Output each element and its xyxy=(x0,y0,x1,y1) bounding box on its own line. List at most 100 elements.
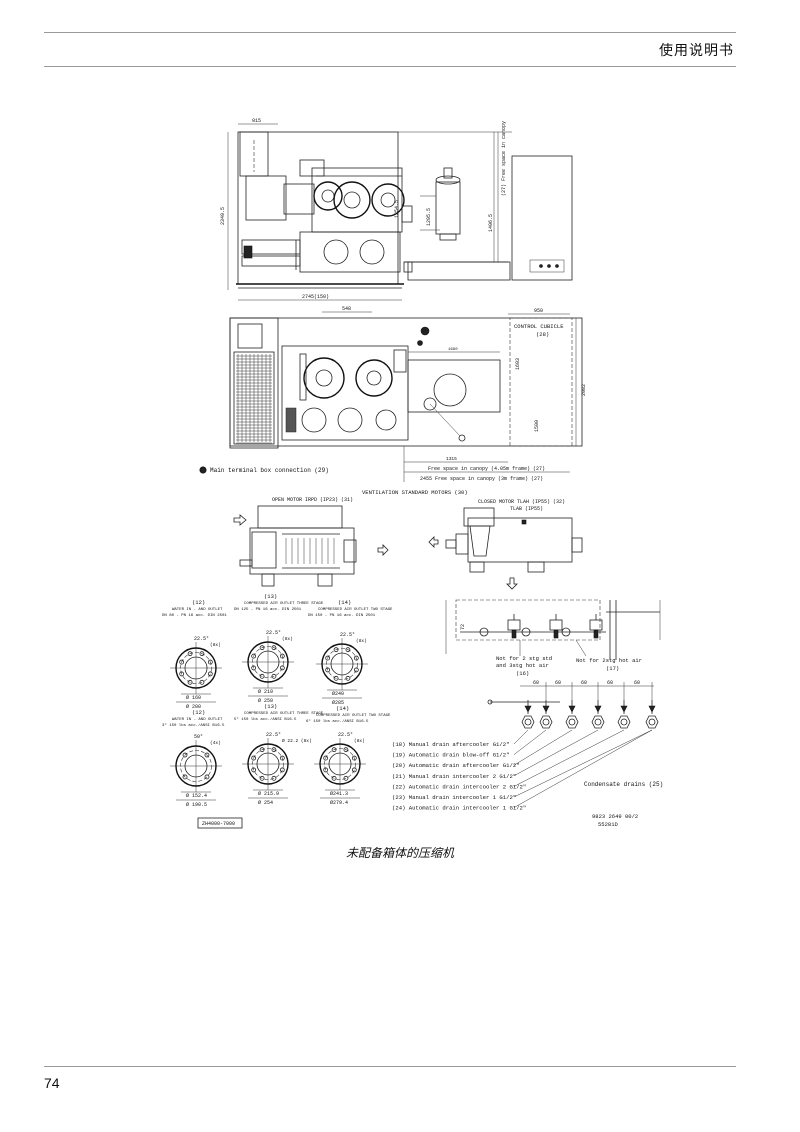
flange-holes: Ø 22.2 (8x) xyxy=(282,737,312,744)
drain-fitting-2 xyxy=(539,700,553,729)
flange-num: (14) xyxy=(336,705,349,712)
hot-air-num-16: (16) xyxy=(516,670,529,677)
drain-label-18: (18) Manual drain aftercooler G1/2" xyxy=(392,741,510,748)
flange-spec: 5" 150 lbs acc./ANSI B16.5 xyxy=(234,717,297,722)
drain-fitting-1 xyxy=(521,700,535,729)
flange-spec: DN 80 - PN 16 acc. DIN 2501 xyxy=(162,614,227,618)
header-rule-top xyxy=(44,32,736,33)
flange-2: (13) COMPRESSED AIR OUTLET THREE STAGE DN … xyxy=(234,593,324,704)
flange-title: WATER IN - AND OUTLET xyxy=(172,718,223,722)
flange-d1: Ø 160 xyxy=(186,694,201,701)
hot-air-note-3: Not for 2stg hot air xyxy=(576,657,642,664)
flange-views: (12) WATER IN - AND OUTLET DN 80 - PN 16 a… xyxy=(162,593,393,808)
page-number: 74 xyxy=(44,1075,60,1091)
flange-angle: 50° xyxy=(194,734,203,740)
flange-5: (13)COMPRESSED AIR OUTLET THREE STAGE5" … xyxy=(234,703,324,806)
flange-d1: Ø 152.4 xyxy=(186,792,207,799)
control-cubicle-label: CONTROL CUBICLE xyxy=(514,323,564,330)
flange-num: (14) xyxy=(338,599,351,606)
hot-air-valve-2 xyxy=(521,614,563,639)
drain-fitting-6 xyxy=(645,700,659,729)
flange-holes: (8x) xyxy=(354,738,365,744)
dim-1295: 1295.5 xyxy=(426,208,432,226)
dim-1690: 1690 xyxy=(448,348,458,352)
flange-d2: Ø279.4 xyxy=(330,799,348,806)
side-elevation-view: 915 2349.5 2745(150) xyxy=(220,118,573,301)
flange-num: (13) xyxy=(264,703,277,710)
canopy-side-note: (27) Free space in canopy xyxy=(501,121,507,196)
drain-fitting-3 xyxy=(565,700,579,729)
flange-title: COMPRESSED AIR OUTLET TWO STAGE xyxy=(316,714,391,718)
ventilation-label: VENTILATION STANDARD MOTORS (30) xyxy=(362,489,468,496)
dim-1500: 1500 xyxy=(534,420,540,432)
flange-d1: Ø 210 xyxy=(258,688,273,695)
closed-motor-label-2: TLAB (IP55) xyxy=(510,506,543,512)
flange-d2: Ø 200 xyxy=(186,703,201,710)
flange-num: (13) xyxy=(264,593,277,600)
flange-spec: DN 150 - PN 16 acc. DIN 2501 xyxy=(308,614,376,618)
flange-d2: Ø 250 xyxy=(258,697,273,704)
terminal-box-note: Main terminal box connection (29) xyxy=(210,467,329,474)
flange-angle: 22.5° xyxy=(194,636,209,642)
open-motor-label: OPEN MOTOR IRPD (IP23) (31) xyxy=(272,497,353,503)
hot-air-piping: 72 Not for 2 stg std and 3stg hot air (1… xyxy=(445,599,661,677)
dim-1354: 1354.5 xyxy=(394,200,400,218)
hot-air-valve-1 xyxy=(479,614,521,639)
drain-label-24: (24) Automatic drain intercooler 1 G1/2" xyxy=(392,805,526,812)
flange-d1: Ø240 xyxy=(332,690,344,697)
drain-fitting-4 xyxy=(591,700,605,729)
plan-view: 548 950 1690 CONTROL CUBICLE xyxy=(199,306,587,482)
flange-title: COMPRESSED AIR OUTLET TWO STAGE xyxy=(318,608,393,612)
flange-d2: Ø 254 xyxy=(258,799,273,806)
flange-holes: (4x) xyxy=(210,740,221,746)
dim-915: 915 xyxy=(252,118,261,124)
motor-views: VENTILATION STANDARD MOTORS (30) OPEN MO… xyxy=(233,489,583,590)
flange-spec: DN 125 - PN 16 acc. DIN 2501 xyxy=(234,608,302,612)
header-rule-bottom xyxy=(44,66,736,67)
terminal-box-symbol-icon xyxy=(199,466,207,474)
flange-angle: 22.5° xyxy=(338,732,353,738)
canopy-note-1: Free space in canopy (4.05m frame) (27) xyxy=(428,466,545,472)
dim-2349: 2349.5 xyxy=(220,207,226,225)
drain-label-21: (21) Manual drain intercooler 2 G1/2" xyxy=(392,773,516,780)
footer-rule xyxy=(44,1066,736,1067)
dim-548: 548 xyxy=(342,306,351,312)
figure-caption: 未配备箱体的压缩机 xyxy=(345,846,454,860)
drain-spacing-label: 60 xyxy=(533,680,539,686)
flange-spec: 6" 150 lbs acc./ANSI B16.5 xyxy=(306,719,369,724)
cooler-grille xyxy=(233,351,275,445)
dim-1693: 1693 xyxy=(515,358,521,370)
hot-air-num-17: (17) xyxy=(606,665,619,672)
drain-label-22: (22) Automatic drain intercooler 2 G1/2" xyxy=(392,783,526,790)
dim-1315: 1315 xyxy=(446,456,457,462)
flange-holes: (8x) xyxy=(356,638,367,644)
drawing-id: ZH4000-7000 xyxy=(202,821,235,827)
flange-spec: 3" 150 lbs acc./ANSI B16.5 xyxy=(162,723,225,728)
hot-air-valve-3 xyxy=(561,614,603,639)
flange-3: (14) COMPRESSED AIR OUTLET TWO STAGE DN 15… xyxy=(308,599,393,706)
flange-d1: Ø241.3 xyxy=(330,790,348,797)
drain-fitting-5 xyxy=(617,700,631,729)
dim-1406: 1406.5 xyxy=(488,214,494,232)
flange-d1: Ø 215.9 xyxy=(258,790,279,797)
page-header-title: 使用说明书 xyxy=(659,42,734,58)
flange-num: (12) xyxy=(192,599,205,606)
flange-d2: Ø 190.5 xyxy=(186,801,207,808)
drain-label-20: (20) Automatic drain aftercooler G1/2" xyxy=(392,762,520,769)
flange-angle: 22.5° xyxy=(266,732,281,738)
canopy-note-2: 2455 Free space in canopy (3m frame) (27… xyxy=(420,476,543,482)
dim-72: 72 xyxy=(460,624,466,630)
control-cubicle-num: (28) xyxy=(536,331,549,338)
condensate-label: Condensate drains (25) xyxy=(584,781,663,788)
flange-title: COMPRESSED AIR OUTLET THREE STAGE xyxy=(244,602,324,606)
flange-holes: (8x) xyxy=(282,636,293,642)
flange-angle: 22.5° xyxy=(340,632,355,638)
closed-motor-label: CLOSED MOTOR TLAH (IP55) (32) xyxy=(478,499,565,505)
drain-spacing-label: 60 xyxy=(581,680,587,686)
ref-number-1: 9823 2649 00/2 xyxy=(592,813,638,820)
dim-950: 950 xyxy=(534,308,543,314)
